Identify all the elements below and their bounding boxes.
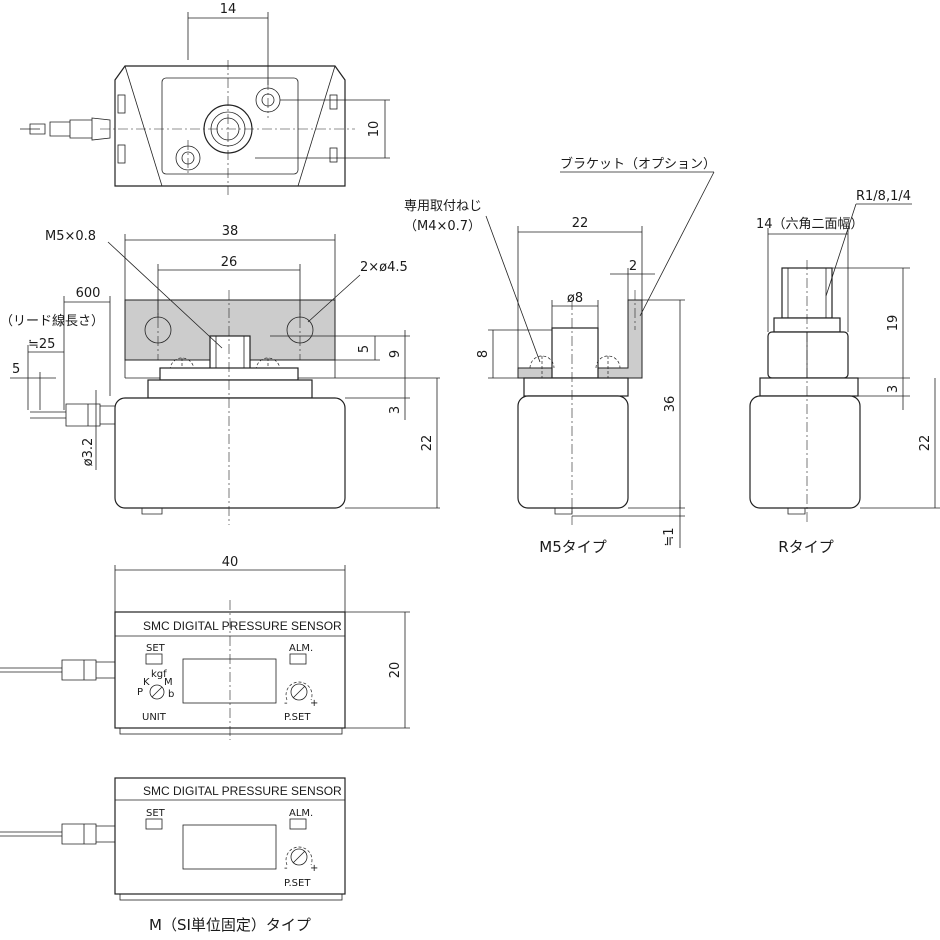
dim-10: 10 [367, 121, 382, 138]
lcd-display [182, 658, 277, 704]
sensor-collar [523, 377, 629, 397]
dim-36: 36 [663, 396, 678, 413]
unit-p: P [137, 687, 143, 698]
dim-phi32: ø3.2 [81, 438, 96, 467]
plus-label: + [310, 698, 318, 709]
lead-wire [0, 823, 116, 845]
set-label: SET [146, 643, 166, 654]
dim-8: 8 [476, 350, 491, 358]
panel-body [114, 777, 346, 895]
top-view-slot [117, 144, 126, 164]
dim-5-left: 5 [12, 362, 20, 377]
unit-selector-dial[interactable] [149, 684, 165, 700]
set-label: SET [146, 808, 166, 819]
sensor-body [114, 397, 346, 509]
front-panel-si-type: SMC DIGITAL PRESSURE SENSOR SET ALM. - +… [0, 777, 346, 934]
dim-600: 600 [76, 286, 101, 301]
dim-22: 22 [918, 435, 933, 452]
pset-label: P.SET [284, 878, 311, 889]
alm-indicator [289, 653, 307, 665]
minus-label: - [284, 698, 288, 709]
unit-m: M [164, 677, 173, 688]
plus-label: + [310, 863, 318, 874]
dim-40: 40 [222, 555, 239, 570]
m5-side-view: 22 2 ø8 8 36 ≒1 ブラケット（オプション） 専用取付ねじ （M4×… [404, 156, 716, 556]
dim-22: 22 [420, 435, 435, 452]
sensor-body [749, 395, 861, 509]
top-view-inner-recess [161, 77, 299, 175]
dim-20: 20 [388, 662, 403, 679]
lead-wire [20, 117, 111, 141]
unit-k: K [143, 677, 150, 688]
dim-phi8: ø8 [567, 291, 583, 306]
si-caption: M（SI単位固定）タイプ [149, 916, 311, 934]
alm-label: ALM. [289, 643, 313, 654]
dim-approx-1: ≒1 [662, 527, 677, 546]
hex-nut [767, 331, 849, 379]
r-caption: Rタイプ [778, 538, 833, 556]
dim-38: 38 [222, 224, 239, 239]
hex-label: 14（六角二面幅） [756, 217, 864, 232]
panel-title: SMC DIGITAL PRESSURE SENSOR [143, 619, 342, 633]
top-view-slot [329, 147, 338, 163]
pset-trimmer[interactable] [290, 848, 308, 866]
pset-trimmer[interactable] [290, 683, 308, 701]
dim-19: 19 [886, 315, 901, 332]
m5-thread-label: M5×0.8 [45, 229, 96, 244]
set-button[interactable] [145, 653, 163, 665]
dim-9: 9 [388, 350, 403, 358]
r-side-view: 14（六角二面幅） R1/8,1/4 19 3 22 Rタイプ [749, 189, 940, 556]
front-panel-unit-type: SMC DIGITAL PRESSURE SENSOR SET ALM. P K… [0, 555, 410, 740]
dim-3: 3 [388, 406, 403, 414]
dim-26: 26 [221, 255, 238, 270]
panel-title: SMC DIGITAL PRESSURE SENSOR [143, 784, 342, 798]
lead-length-note: （リード線長さ） [0, 313, 104, 329]
dim-3: 3 [886, 385, 901, 393]
top-view: 14 10 [20, 2, 390, 195]
dim-2: 2 [629, 259, 637, 274]
lead-wire [30, 403, 116, 427]
m5-port [551, 327, 599, 379]
unit-kgf: kgf [151, 669, 167, 680]
alm-indicator [289, 818, 307, 830]
unit-label: UNIT [142, 712, 167, 723]
dim-22: 22 [572, 216, 589, 231]
sensor-body [517, 395, 629, 509]
hole-label: 2×ø4.5 [360, 260, 408, 275]
dim-14: 14 [220, 2, 237, 17]
lcd-display [182, 824, 277, 870]
bracket-label: ブラケット（オプション） [560, 156, 716, 172]
pset-label: P.SET [284, 712, 311, 723]
set-button[interactable] [145, 818, 163, 830]
sensor-collar [147, 379, 313, 399]
top-view-slot [329, 94, 338, 110]
minus-label: - [284, 863, 288, 874]
dim-5: 5 [357, 345, 372, 353]
top-view-slot [117, 94, 126, 114]
mounting-screw-label: 専用取付ねじ [404, 199, 482, 214]
dim-approx-25: ≒25 [28, 337, 55, 352]
front-view: 38 26 M5×0.8 2×ø4.5 600 （リード線長さ） ≒25 5 ø… [0, 224, 440, 525]
m5-caption: M5タイプ [539, 538, 607, 556]
r-thread-label: R1/8,1/4 [856, 189, 911, 204]
sensor-collar [759, 377, 859, 397]
mounting-screw-size: （M4×0.7） [404, 219, 481, 234]
alm-label: ALM. [289, 808, 313, 819]
unit-b: b [168, 689, 174, 700]
lead-wire [0, 659, 116, 681]
